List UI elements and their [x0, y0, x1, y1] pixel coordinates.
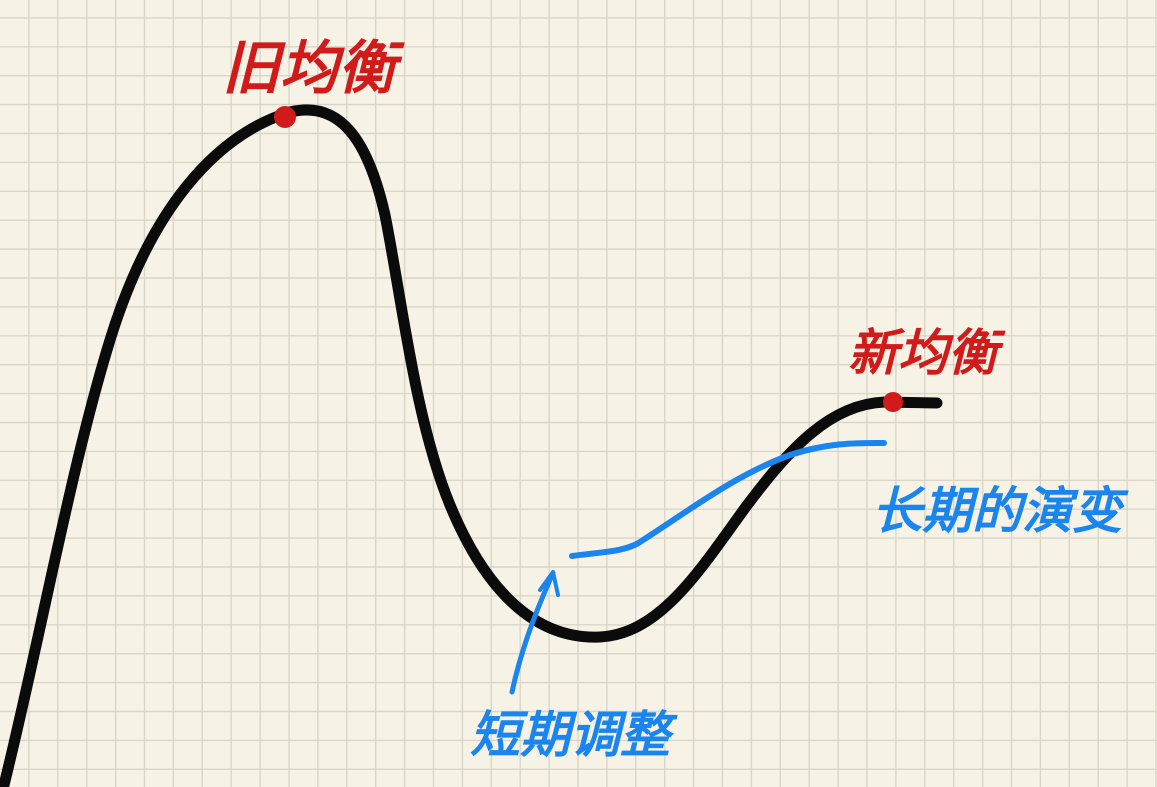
short-term-pointer-line	[509, 570, 556, 695]
short-term-label: 短期调整	[470, 705, 678, 764]
new-equilibrium-point	[883, 392, 903, 412]
new-equilibrium-label: 新均衡	[848, 323, 1006, 382]
short-term-arrowhead-icon	[538, 570, 560, 597]
long-term-label: 长期的演变	[872, 481, 1129, 540]
equilibrium-curve	[0, 104, 943, 787]
old-equilibrium-label: 旧均衡	[222, 34, 405, 102]
long-term-trend-line	[569, 439, 887, 559]
old-equilibrium-point	[274, 106, 296, 128]
